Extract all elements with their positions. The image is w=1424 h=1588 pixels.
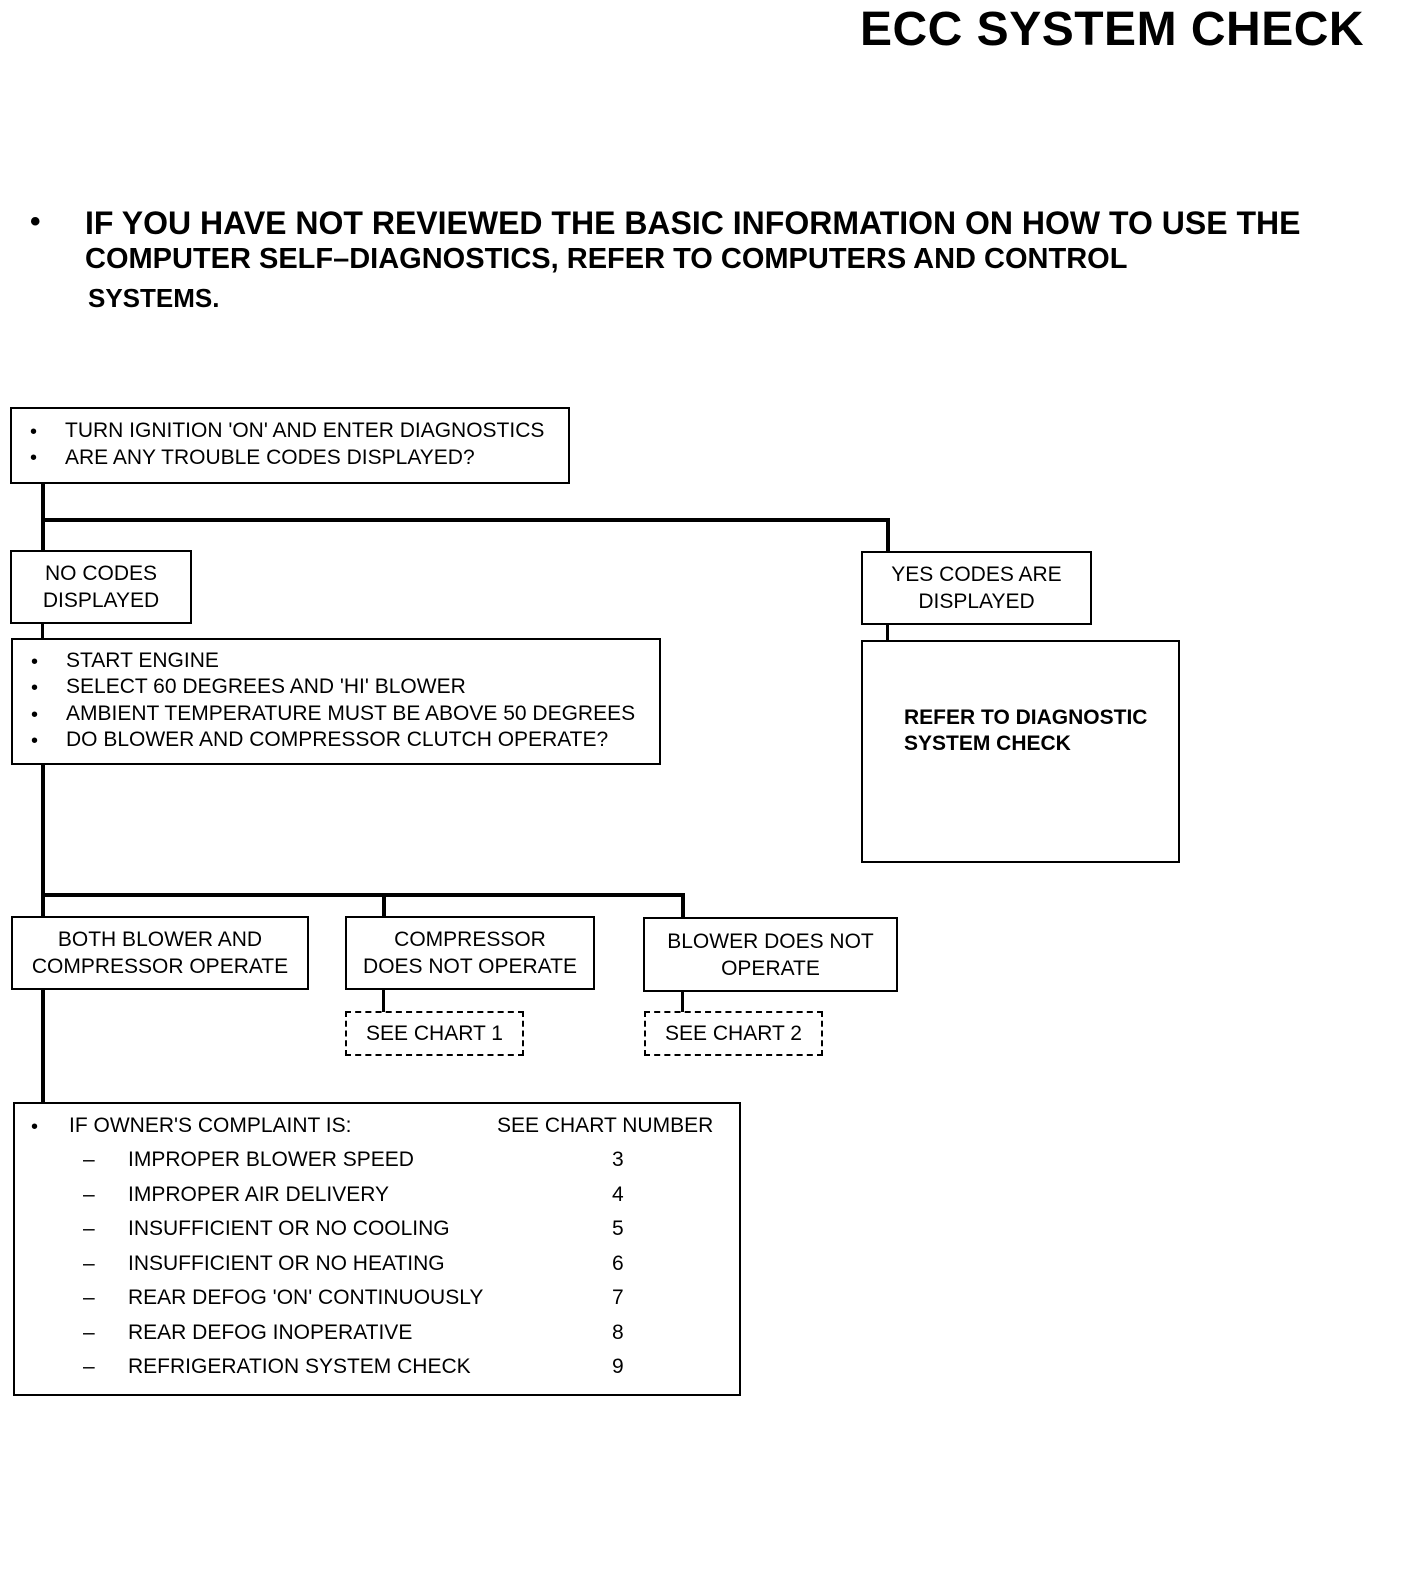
complaint-chart-number: 4 (612, 1182, 624, 1206)
no-codes-line-1: NO CODES (44, 562, 157, 585)
connector-engine-down (41, 764, 45, 918)
complaint-label: REAR DEFOG INOPERATIVE (128, 1320, 413, 1344)
both-operate-box: BOTH BLOWER AND COMPRESSOR OPERATE (11, 916, 309, 990)
connector-to-chart2 (681, 990, 684, 1012)
refer-line-2: SYSTEM CHECK (904, 732, 1071, 755)
page-title: ECC SYSTEM CHECK (860, 3, 1365, 56)
blower-line-1: BLOWER DOES NOT (667, 929, 874, 953)
yes-codes-line-1: YES CODES ARE (891, 563, 1062, 586)
connector-start-down (41, 483, 45, 551)
see-chart-2-label: SEE CHART 2 (665, 1021, 802, 1045)
complaint-dash: – (83, 1320, 95, 1344)
complaint-label: REFRIGERATION SYSTEM CHECK (128, 1355, 471, 1378)
complaint-dash: – (83, 1286, 95, 1309)
both-line-1: BOTH BLOWER AND (57, 928, 263, 951)
complaint-dash: – (83, 1355, 95, 1378)
connector-to-blower (681, 893, 685, 918)
see-chart-1-label: SEE CHART 1 (366, 1021, 503, 1045)
blower-line-2: OPERATE (721, 956, 820, 980)
no-codes-line-2: DISPLAYED (42, 589, 160, 612)
engine-item-2: SELECT 60 DEGREES AND 'HI' BLOWER (66, 675, 466, 698)
connector-to-yes (886, 518, 890, 552)
connector-to-chart1 (382, 988, 385, 1012)
engine-item-4: DO BLOWER AND COMPRESSOR CLUTCH OPERATE? (66, 728, 609, 751)
connector-branch-mid (41, 893, 685, 897)
connector-both-down (41, 988, 45, 1104)
start-box: • TURN IGNITION 'ON' AND ENTER DIAGNOSTI… (10, 407, 570, 484)
bullet-dot: • (30, 447, 38, 469)
see-chart-2-box: SEE CHART 2 (644, 1011, 823, 1056)
engine-item-1: START ENGINE (66, 649, 219, 672)
no-codes-box: NO CODES DISPLAYED (10, 550, 192, 624)
complaints-header-right: SEE CHART NUMBER (497, 1114, 714, 1137)
complaint-label: INSUFFICIENT OR NO HEATING (128, 1251, 445, 1275)
connector-branch-top (41, 518, 890, 522)
complaint-label: IMPROPER BLOWER SPEED (128, 1148, 414, 1171)
start-item-2: ARE ANY TROUBLE CODES DISPLAYED? (65, 446, 475, 469)
connector-yes-to-refer (886, 624, 889, 642)
complaint-dash: – (83, 1182, 95, 1206)
complaints-header-left: IF OWNER'S COMPLAINT IS: (69, 1114, 352, 1137)
bullet-dot: • (30, 421, 38, 443)
see-chart-1-box: SEE CHART 1 (345, 1011, 524, 1056)
yes-codes-box: YES CODES ARE DISPLAYED (861, 551, 1092, 625)
compressor-box: COMPRESSOR DOES NOT OPERATE (345, 916, 595, 990)
connector-no-to-engine (41, 623, 44, 640)
intro-bullet: • (30, 205, 41, 238)
compressor-line-1: COMPRESSOR (394, 928, 546, 951)
bullet-dot: • (31, 730, 39, 752)
refer-box: REFER TO DIAGNOSTIC SYSTEM CHECK (861, 640, 1180, 863)
bullet-dot: • (31, 704, 39, 726)
intro-line-2: COMPUTER SELF–DIAGNOSTICS, REFER TO COMP… (85, 243, 1128, 275)
complaint-label: IMPROPER AIR DELIVERY (128, 1182, 390, 1206)
compressor-line-2: DOES NOT OPERATE (363, 955, 577, 978)
complaint-chart-number: 6 (612, 1251, 624, 1275)
complaint-dash: – (83, 1251, 95, 1275)
start-item-1: TURN IGNITION 'ON' AND ENTER DIAGNOSTICS (65, 419, 545, 442)
bullet-dot: • (31, 651, 39, 673)
intro-line-1: IF YOU HAVE NOT REVIEWED THE BASIC INFOR… (85, 205, 1301, 241)
complaint-dash: – (83, 1217, 95, 1240)
complaint-label: INSUFFICIENT OR NO COOLING (128, 1217, 450, 1240)
bullet-dot: • (31, 677, 39, 699)
complaint-chart-number: 8 (612, 1320, 624, 1344)
complaint-chart-number: 5 (612, 1217, 624, 1240)
yes-codes-line-2: DISPLAYED (918, 590, 1035, 613)
intro-line-3: SYSTEMS. (88, 283, 220, 313)
bullet-dot: • (31, 1116, 39, 1138)
complaint-chart-number: 7 (612, 1286, 624, 1309)
engine-check-box: • START ENGINE • SELECT 60 DEGREES AND '… (11, 638, 661, 765)
refer-line-1: REFER TO DIAGNOSTIC (904, 706, 1148, 729)
connector-to-compressor (382, 893, 386, 918)
complaint-chart-number: 3 (612, 1148, 624, 1171)
blower-box: BLOWER DOES NOT OPERATE (643, 917, 898, 992)
complaints-box: • IF OWNER'S COMPLAINT IS: SEE CHART NUM… (13, 1102, 741, 1396)
engine-item-3: AMBIENT TEMPERATURE MUST BE ABOVE 50 DEG… (66, 702, 636, 725)
complaint-chart-number: 9 (612, 1355, 624, 1378)
complaint-label: REAR DEFOG 'ON' CONTINUOUSLY (128, 1286, 484, 1309)
complaint-dash: – (83, 1148, 95, 1171)
both-line-2: COMPRESSOR OPERATE (31, 955, 289, 978)
